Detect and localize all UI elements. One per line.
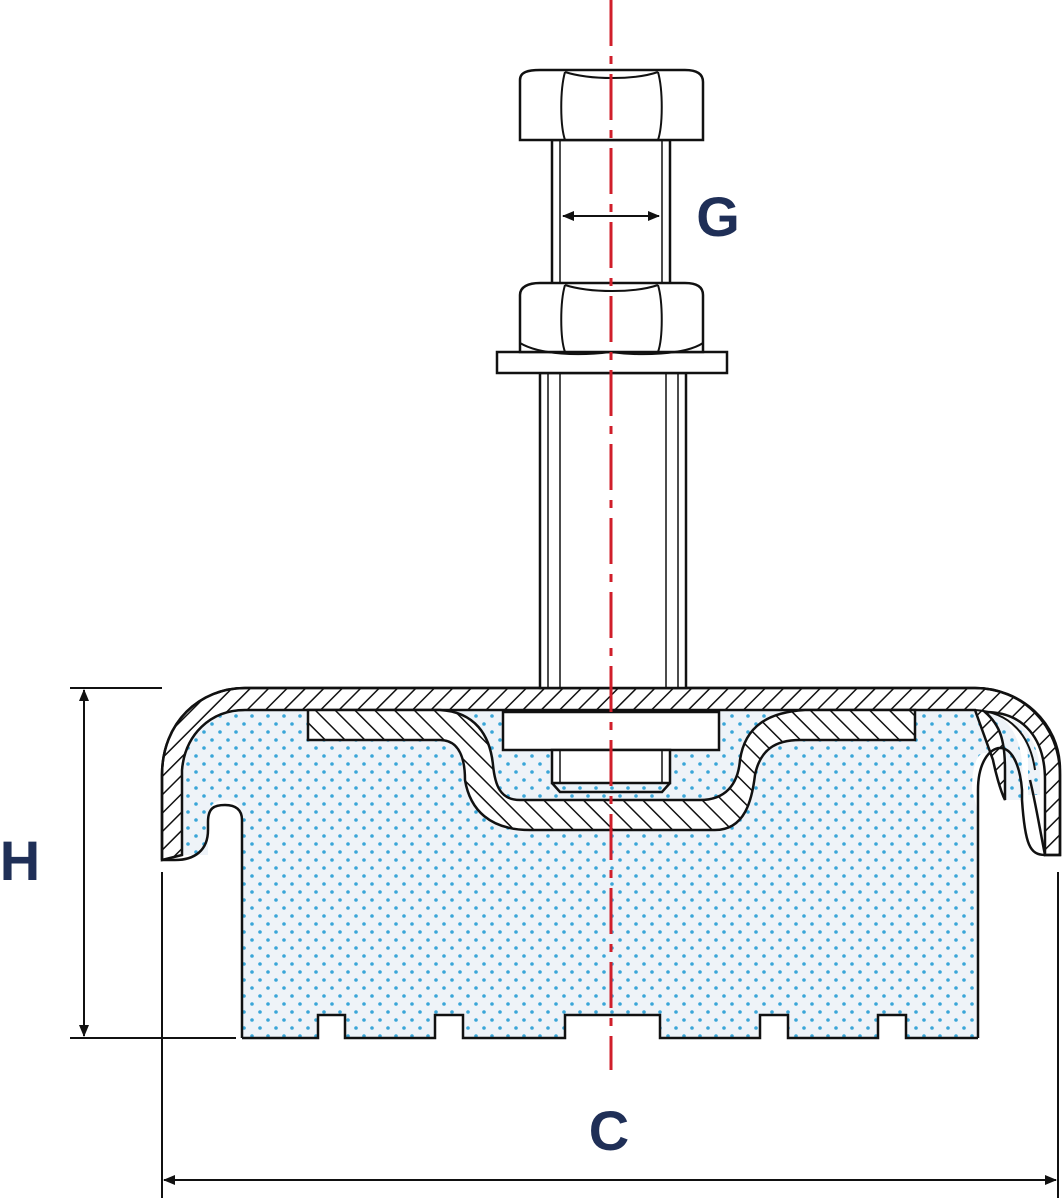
left-lip xyxy=(162,803,244,1038)
threaded-stud xyxy=(538,371,688,690)
base-profile xyxy=(242,1013,978,1040)
rubber-body-fill xyxy=(175,708,1023,1038)
inner-insert-cup xyxy=(306,708,917,832)
label-g: G xyxy=(696,185,740,248)
cap-inner-line xyxy=(181,709,1036,855)
right-lip xyxy=(976,746,1046,1038)
label-c: C xyxy=(589,1099,629,1162)
label-h: H xyxy=(0,829,40,892)
outer-contour xyxy=(160,686,1062,860)
